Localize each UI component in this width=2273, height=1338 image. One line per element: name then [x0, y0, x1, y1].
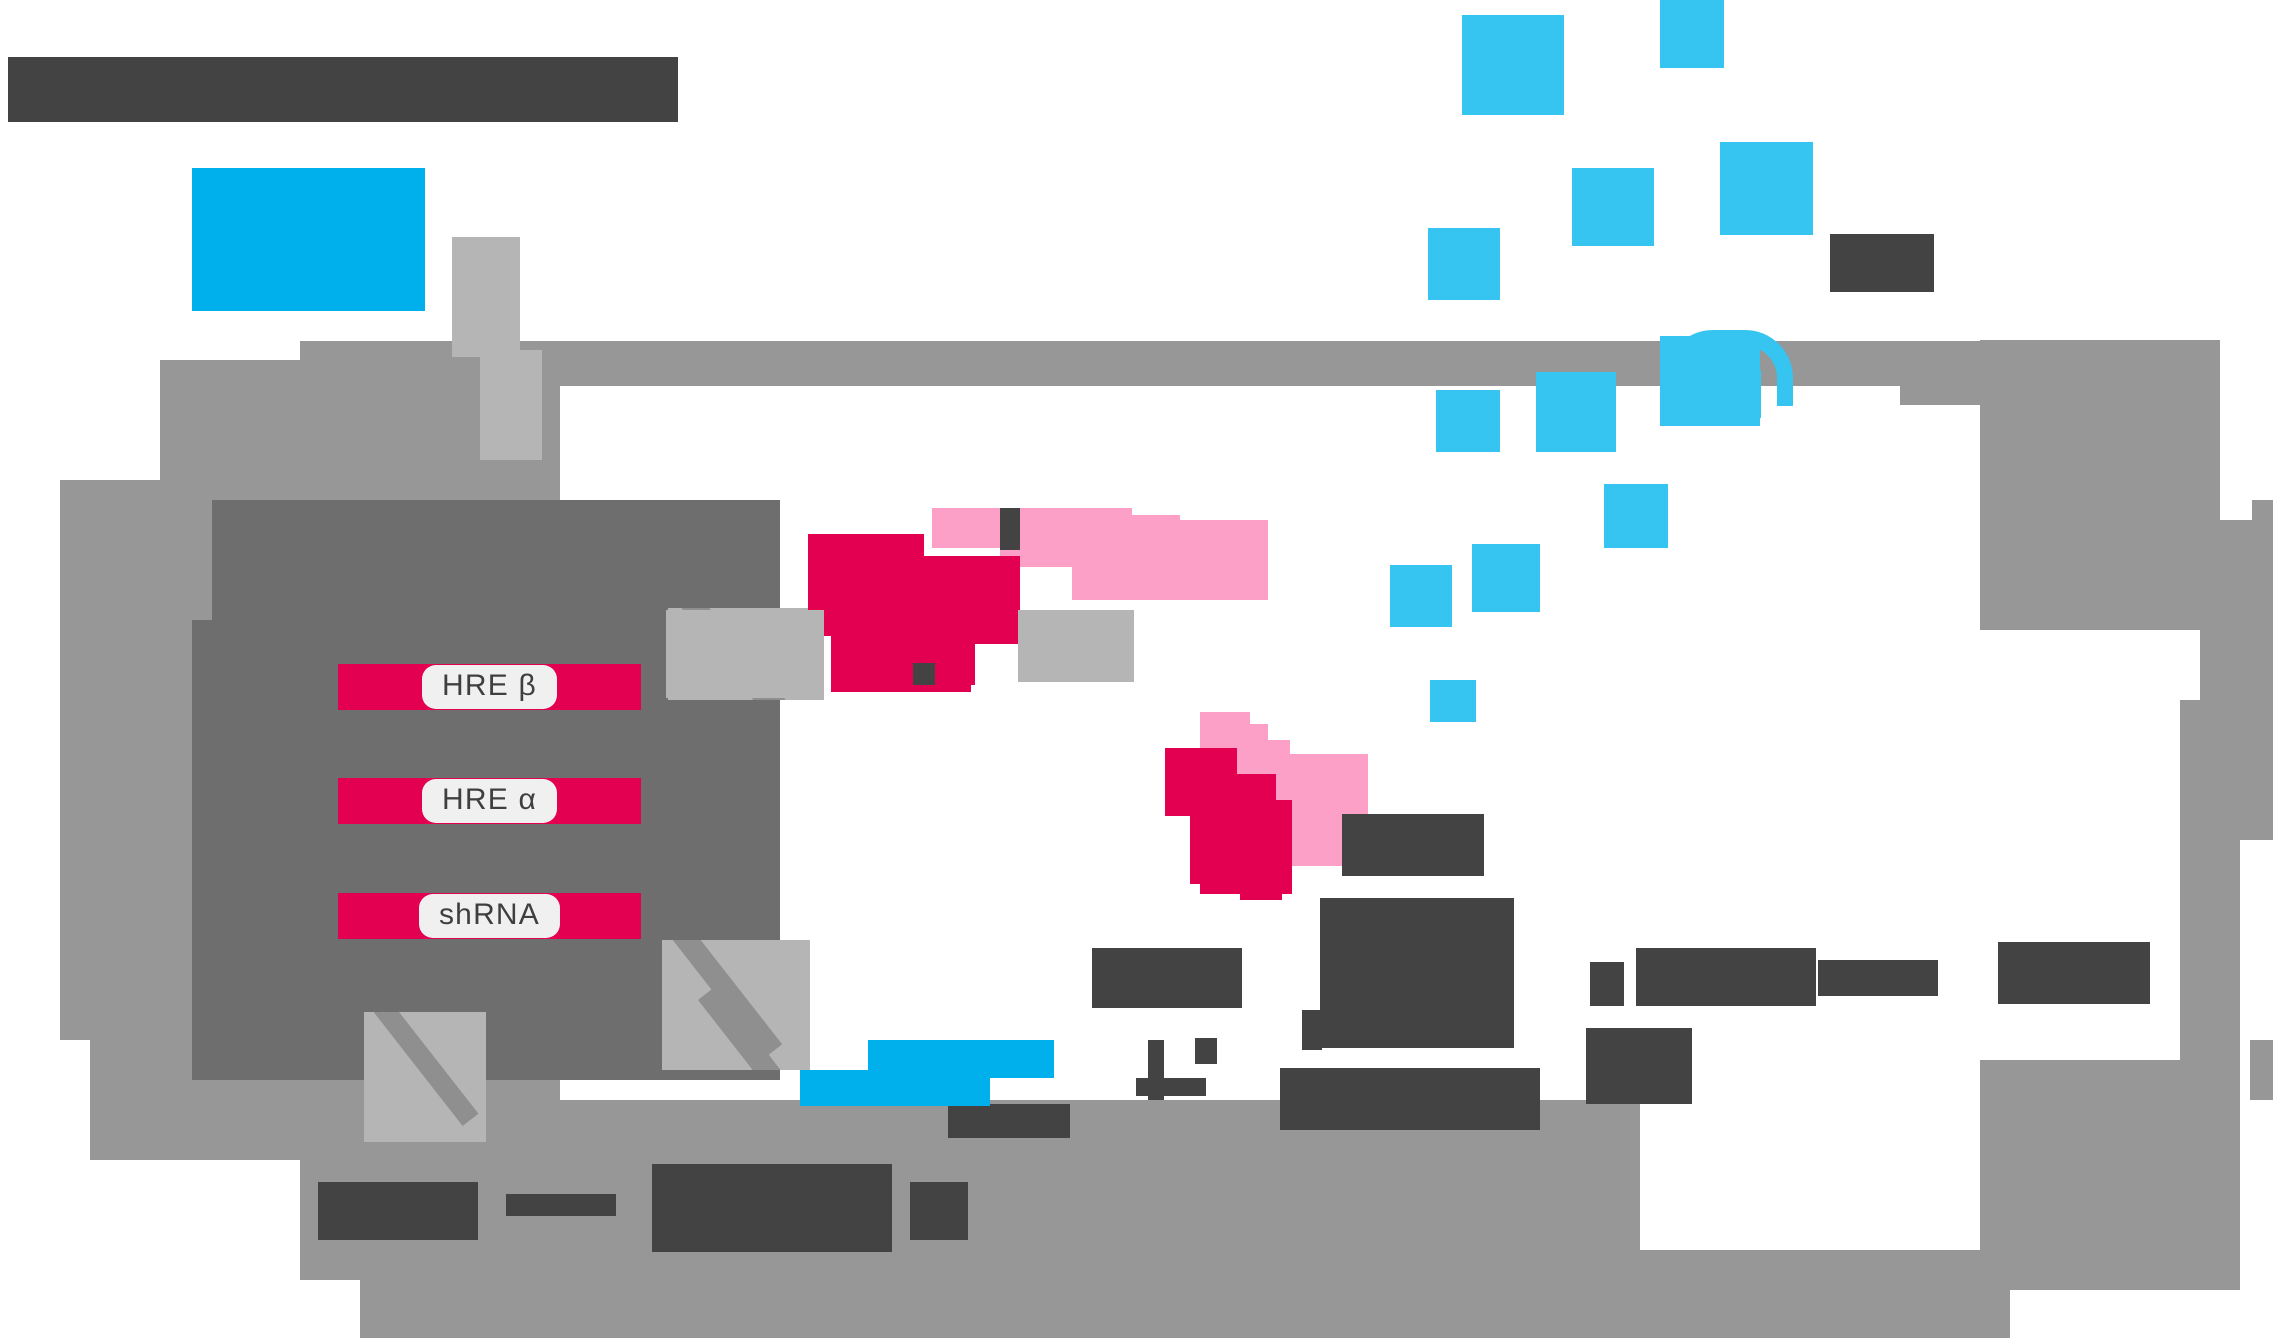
cassette-label-hre-beta: HRE β — [422, 665, 557, 709]
label-light-left-1 — [666, 610, 824, 698]
inhibition-marker-lower — [662, 940, 810, 1070]
node-cyan-1 — [1462, 15, 1564, 115]
label-redact-right-5 — [1586, 1028, 1692, 1104]
label-redact-right-4 — [1998, 942, 2150, 1004]
frame-right-bottom — [1980, 1060, 2240, 1290]
cassette-row-hre-beta[interactable]: HRE β — [338, 664, 641, 710]
node-cyan-3 — [1572, 168, 1654, 246]
label-redact-mid-4 — [1320, 898, 1514, 1048]
label-redact-right-2 — [1636, 948, 1816, 1006]
node-cyan-8 — [1604, 484, 1668, 548]
label-redact-bottom-3 — [318, 1182, 478, 1240]
node-cyan-11 — [1430, 680, 1476, 722]
protein-pink-a3 — [1072, 520, 1268, 600]
label-redact-bottom-1 — [1280, 1068, 1540, 1130]
frame-right-upper — [1980, 340, 2220, 630]
protein-magenta-b4 — [1240, 838, 1282, 900]
cassette-label-hre-alpha: HRE α — [421, 779, 558, 823]
cyan-bar-bottom-3 — [910, 1062, 990, 1106]
cassette-label-shrna: shRNA — [418, 894, 561, 938]
connector-stub-upper — [452, 237, 520, 357]
title-redaction-bar — [8, 57, 678, 122]
connector-mark-2 — [1195, 1038, 1217, 1064]
cassette-row-hre-alpha[interactable]: HRE α — [338, 778, 641, 824]
inhibition-marker-bottom-left — [364, 1012, 486, 1142]
arch-base-block — [1665, 370, 1761, 418]
node-cyan-5 — [1428, 228, 1500, 300]
label-redact-right-top — [1830, 234, 1934, 292]
label-redact-mid-1 — [1000, 508, 1020, 550]
connector-stub-lower — [480, 350, 542, 460]
label-redact-bottom-5 — [652, 1164, 892, 1252]
frame-top-right-extension — [1900, 345, 2020, 405]
cassette-row-shrna[interactable]: shRNA — [338, 893, 641, 939]
node-cyan-9 — [1390, 565, 1452, 627]
label-redact-bottom-4 — [506, 1194, 616, 1216]
node-cyan-10 — [1472, 544, 1540, 612]
connector-mark-3 — [1136, 1078, 1206, 1096]
label-redact-mid-5 — [1302, 1010, 1322, 1050]
label-redact-mid-3 — [1342, 814, 1484, 876]
label-redact-mid-2 — [913, 663, 935, 685]
node-cyan-4 — [1720, 142, 1813, 235]
cyan-panel-top-left — [192, 168, 425, 311]
node-cyan-7 — [1536, 372, 1616, 452]
label-redact-left-1 — [1092, 948, 1242, 1008]
node-cyan-2 — [1660, 0, 1724, 68]
label-redact-bottom-2 — [948, 1104, 1070, 1138]
frame-bottom-band-2 — [360, 1250, 2010, 1338]
protein-pink-b5 — [1290, 756, 1320, 858]
protein-magenta-a4 — [831, 585, 971, 692]
label-redact-right-3 — [1818, 960, 1938, 996]
edge-marker-right-1 — [2252, 500, 2273, 590]
construct-backdrop-extension — [192, 620, 252, 1080]
label-redact-right-1 — [1590, 962, 1624, 1006]
node-cyan-6 — [1436, 390, 1500, 452]
label-redact-bottom-6 — [910, 1182, 968, 1240]
edge-marker-right-2 — [2250, 1040, 2273, 1100]
label-light-mid-1 — [1018, 610, 1134, 682]
